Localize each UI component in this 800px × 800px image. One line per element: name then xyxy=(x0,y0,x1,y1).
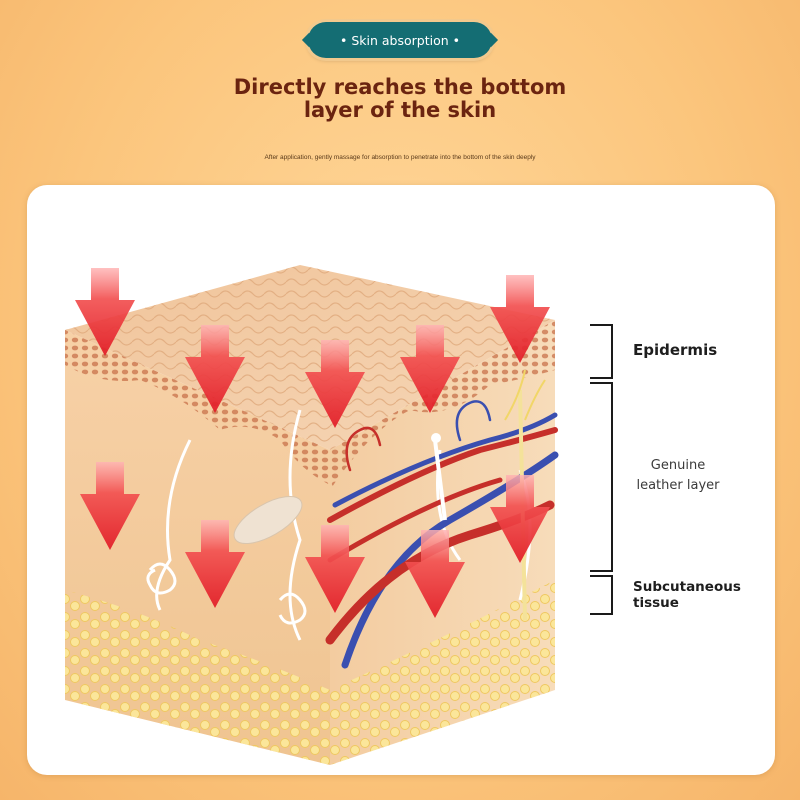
label-genuine-line-1: Genuine xyxy=(650,458,706,473)
page-subtitle: After application, gently massage for ab… xyxy=(264,154,536,161)
label-epidermis: Epidermis xyxy=(633,341,718,359)
page-title: Directly reaches the bottom layer of the… xyxy=(230,76,570,122)
label-genuine-leather-layer: Genuine leather layer xyxy=(630,456,726,496)
label-subcutaneous-tissue: Subcutaneous tissue xyxy=(633,579,753,611)
title-line-1: Directly reaches the bottom xyxy=(233,75,567,99)
title-line-2: layer of the skin xyxy=(303,98,497,122)
absorption-arrow xyxy=(75,268,135,356)
absorption-arrow xyxy=(305,525,365,613)
absorption-arrow xyxy=(185,325,245,413)
fat-layer-front xyxy=(65,590,330,765)
muscle-icon xyxy=(233,495,303,545)
label-genuine-line-2: leather layer xyxy=(636,478,720,493)
absorption-arrow xyxy=(305,340,365,428)
bracket-epidermis xyxy=(590,324,613,379)
absorption-arrow xyxy=(80,462,140,550)
absorption-arrow xyxy=(400,325,460,413)
epidermis-cells-front xyxy=(65,330,330,485)
absorption-arrow xyxy=(185,520,245,608)
bracket-subcutaneous xyxy=(590,575,613,615)
badge-label: • Skin absorption • xyxy=(339,32,460,48)
epidermis-cells-side xyxy=(330,320,555,490)
label-subcutaneous-line-2: tissue xyxy=(633,595,679,611)
fat-layer-side xyxy=(330,580,555,765)
absorption-arrow xyxy=(490,275,550,363)
label-subcutaneous-line-1: Subcutaneous xyxy=(633,579,741,595)
layer-brackets xyxy=(590,324,613,615)
absorption-arrow xyxy=(490,475,550,563)
bracket-dermis xyxy=(590,382,613,572)
absorption-arrows xyxy=(75,268,550,618)
skin-absorption-badge: • Skin absorption • xyxy=(308,22,492,58)
absorption-arrow xyxy=(405,530,465,618)
